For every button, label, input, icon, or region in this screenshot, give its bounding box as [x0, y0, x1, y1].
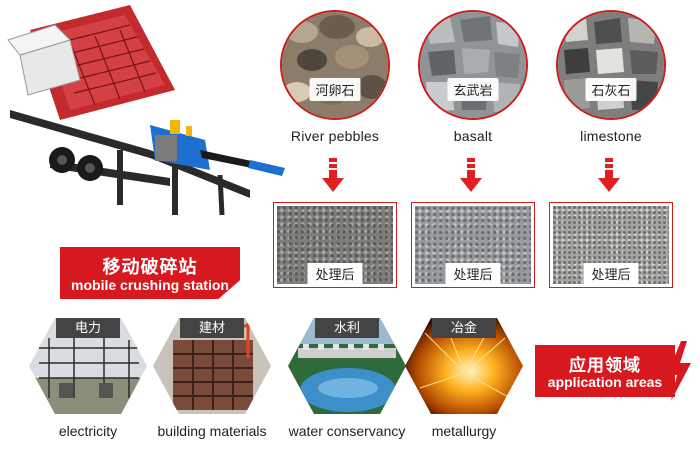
down-arrow-icon: [598, 158, 620, 192]
raw-material-basalt: 玄武岩 basalt: [418, 10, 528, 144]
basalt-image: 玄武岩: [418, 10, 528, 120]
category-label: 冶金: [432, 318, 496, 338]
mobile-crushing-station-banner: 移动破碎站 mobile crushing station: [60, 247, 240, 299]
application-areas-banner: 应用领域 application areas: [535, 341, 695, 401]
apps-title-cn: 应用领域: [569, 356, 641, 375]
category-label: 电力: [56, 318, 120, 338]
application-label: water conservancy: [288, 423, 406, 439]
processed-label: 处理后: [583, 263, 639, 284]
raw-material-limestone: 石灰石 limestone: [556, 10, 666, 144]
application-water-conservancy: 水利 water conservancy: [287, 318, 407, 439]
mobile-crusher-illustration: [0, 0, 290, 230]
limestone-en-label: limestone: [580, 128, 642, 144]
processed-gravel-image: 处理后: [415, 206, 531, 284]
processed-basalt: 处理后: [411, 202, 535, 288]
limestone-image: 石灰石: [556, 10, 666, 120]
processed-label: 处理后: [445, 263, 501, 284]
application-label: building materials: [157, 423, 267, 439]
application-metallurgy: 冶金 metallurgy: [404, 318, 524, 439]
river-pebbles-cn-label: 河卵石: [309, 78, 361, 101]
processed-label: 处理后: [307, 263, 363, 284]
application-electricity: 电力 electricity: [28, 318, 148, 439]
category-label: 建材: [180, 318, 244, 338]
basalt-cn-label: 玄武岩: [447, 78, 499, 101]
station-title-en: mobile crushing station: [71, 277, 229, 293]
metallurgy-image: 冶金: [405, 318, 523, 414]
application-label: electricity: [58, 423, 118, 439]
down-arrow-icon: [322, 158, 344, 192]
lightning-bolt-icon: [667, 341, 691, 401]
river-pebbles-image: 河卵石: [280, 10, 390, 120]
electricity-image: 电力: [29, 318, 147, 414]
down-arrow-icon: [460, 158, 482, 192]
processed-limestone: 处理后: [549, 202, 673, 288]
application-building-materials: 建材 building materials: [152, 318, 272, 439]
processed-gravel-image: 处理后: [553, 206, 669, 284]
processed-gravel-image: 处理后: [277, 206, 393, 284]
station-title-cn: 移动破碎站: [102, 257, 198, 277]
building-materials-image: 建材: [153, 318, 271, 414]
processed-river-pebbles: 处理后: [273, 202, 397, 288]
category-label: 水利: [315, 318, 379, 338]
limestone-cn-label: 石灰石: [585, 78, 637, 101]
river-pebbles-en-label: River pebbles: [290, 128, 380, 144]
water-conservancy-image: 水利: [288, 318, 406, 414]
application-label: metallurgy: [431, 423, 497, 439]
apps-title-en: application areas: [547, 374, 663, 390]
raw-material-river-pebbles: 河卵石 River pebbles: [280, 10, 390, 144]
basalt-en-label: basalt: [453, 128, 493, 144]
